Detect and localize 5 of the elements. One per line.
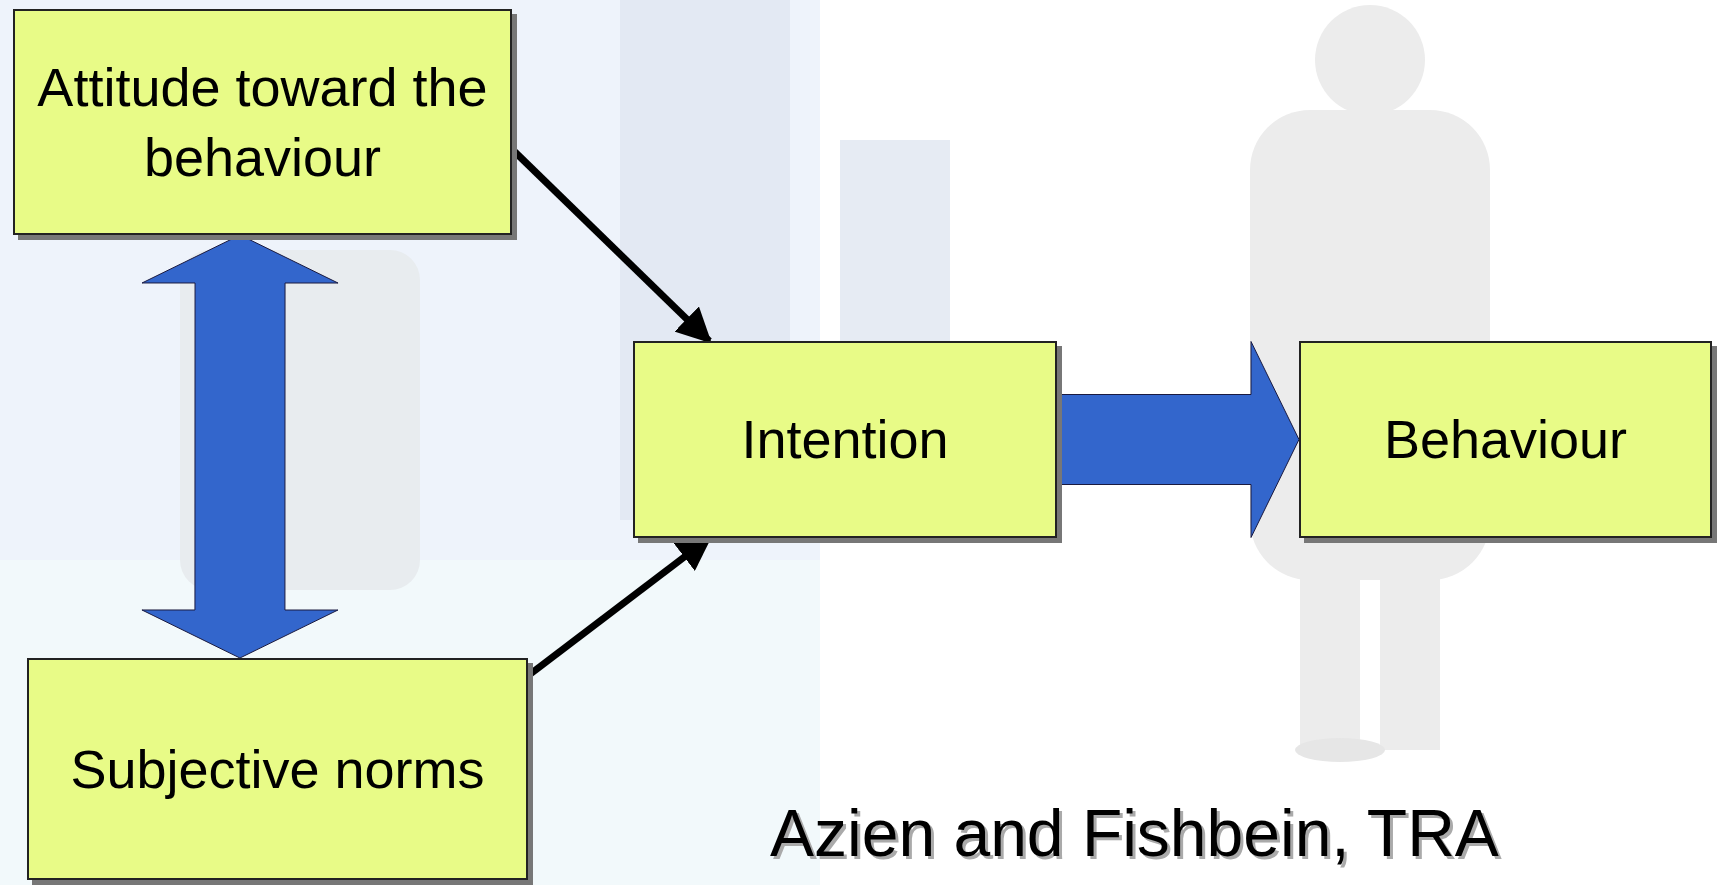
box-label: Intention [741,408,949,472]
citation-text: Azien and Fishbein, TRA [770,796,1499,872]
box-label: Behaviour [1383,408,1628,472]
box-label: Attitude toward the behaviour [36,55,489,189]
box-label: Subjective norms [70,737,485,801]
